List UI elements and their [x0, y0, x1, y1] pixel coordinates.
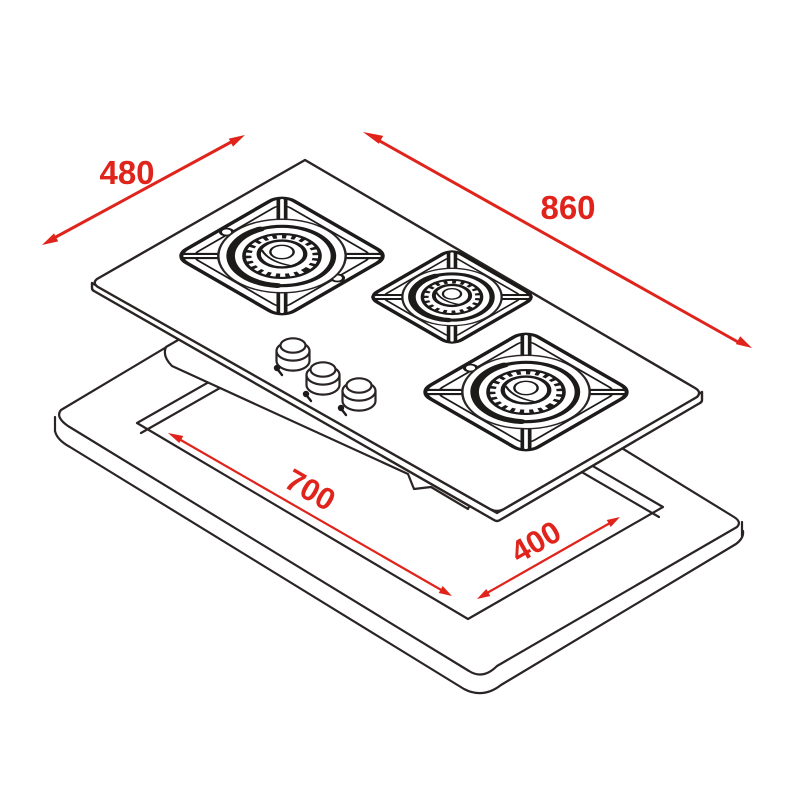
arrowhead — [438, 586, 452, 596]
arrowhead — [606, 517, 620, 527]
burner-right — [423, 332, 629, 452]
dimension-label-480: 480 — [99, 154, 154, 191]
dimension-label-700: 700 — [279, 462, 341, 518]
control-knobs — [273, 337, 377, 417]
hob-glass-edge-band — [90, 281, 704, 523]
burners — [179, 196, 629, 452]
control-knob-3 — [337, 377, 377, 417]
burner-body — [401, 267, 503, 327]
worktop-bottom-rim — [53, 429, 745, 695]
burner-cap — [256, 239, 308, 269]
knob-position-mark — [302, 390, 313, 403]
arrowhead — [42, 233, 59, 245]
burner-left — [179, 196, 385, 316]
dimension-hob-width: 480 — [42, 135, 245, 245]
burner-body — [461, 354, 591, 430]
control-knob-1 — [273, 337, 311, 377]
knob-position-mark — [337, 404, 348, 417]
arrowhead — [363, 132, 384, 144]
knob-position-mark — [273, 364, 284, 377]
burner-middle — [371, 250, 533, 344]
arrowhead — [168, 433, 184, 443]
arrowhead — [228, 135, 245, 147]
dimension-label-400: 400 — [505, 514, 567, 570]
dimension-hob-length: 860 — [363, 132, 752, 348]
control-knob-2 — [302, 361, 341, 403]
dimension-label-860: 860 — [540, 189, 595, 226]
arrowhead — [735, 336, 752, 348]
worktop-corner-caps — [53, 415, 744, 538]
burner-body — [217, 218, 347, 294]
burner-cap — [431, 283, 473, 308]
burner-cap — [500, 375, 552, 405]
arrowhead — [477, 589, 491, 599]
